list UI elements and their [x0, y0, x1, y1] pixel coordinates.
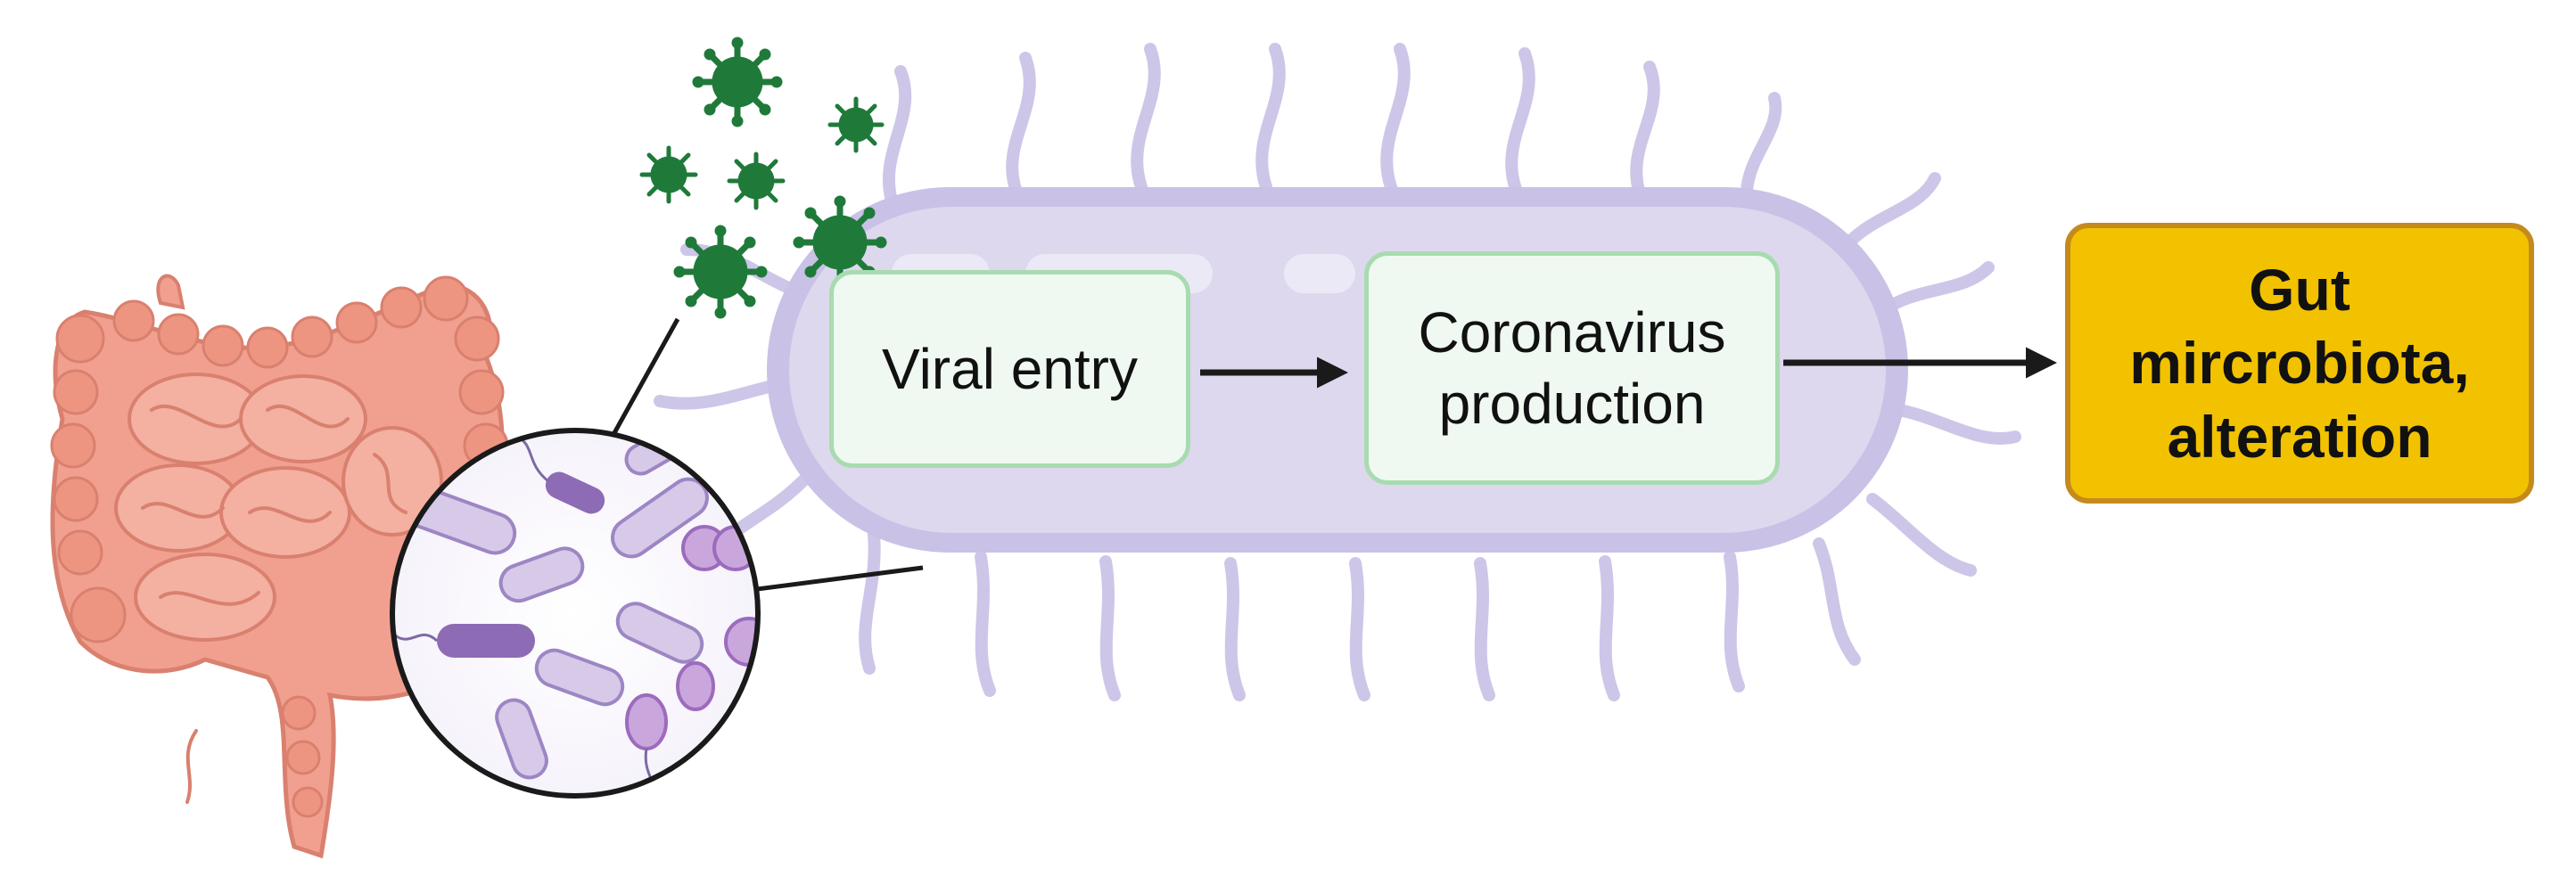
- virus-icon: [727, 152, 786, 210]
- viral-entry-box: Viral entry: [829, 270, 1190, 468]
- intestine-icon: [50, 274, 509, 859]
- coronavirus-production-box: Coronavirus production: [1364, 251, 1780, 485]
- virus-icon: [692, 37, 783, 127]
- virus-icons: [639, 37, 887, 319]
- viral-entry-label: Viral entry: [882, 337, 1138, 401]
- outcome-label: Gut mircrobiota, alteration: [2129, 256, 2470, 470]
- magnified-microbiota-icon: [390, 428, 761, 799]
- coronavirus-production-label: Coronavirus production: [1418, 300, 1726, 436]
- virus-icon: [639, 145, 698, 204]
- virus-icon: [827, 96, 885, 153]
- virus-icon: [673, 225, 768, 319]
- gut-microbiota-alteration-box: Gut mircrobiota, alteration: [2065, 223, 2534, 504]
